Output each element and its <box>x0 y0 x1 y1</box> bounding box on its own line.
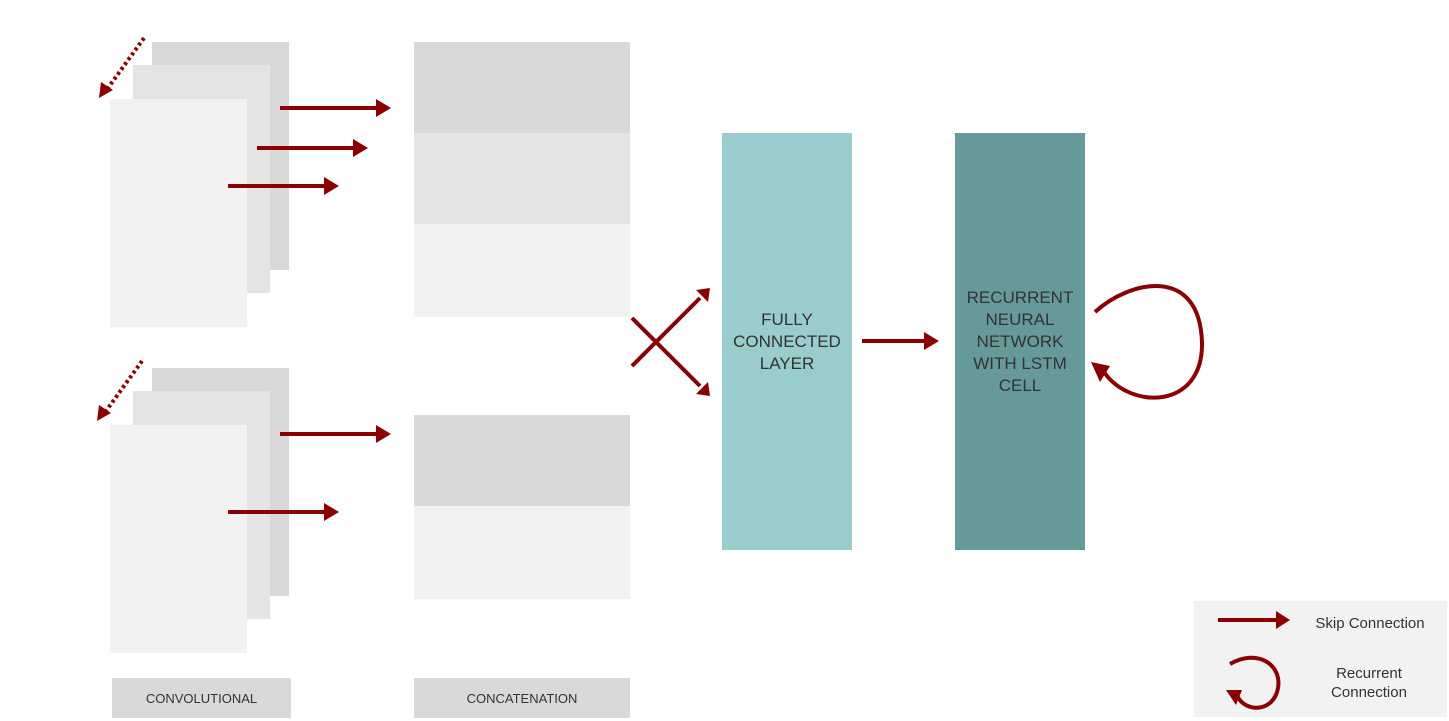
cross-arrowhead-up <box>696 288 710 302</box>
dotted-arrowhead-bottom <box>97 405 111 421</box>
concat-top-block-1 <box>414 42 630 133</box>
legend-skip-arrowhead <box>1276 611 1290 629</box>
fully-connected-label: FULLY CONNECTED LAYER <box>733 309 841 373</box>
dotted-arrow-bottom <box>104 359 144 413</box>
skip-arrowhead-bottom-1 <box>376 425 391 443</box>
cross-line-down <box>630 316 702 388</box>
rnn-lstm-label: RECURRENT NEURAL NETWORK WITH LSTM CELL <box>966 288 1074 395</box>
skip-arrowhead-top-3 <box>324 177 339 195</box>
concat-bottom-block-1 <box>414 415 630 506</box>
cross-line-up <box>630 296 702 368</box>
skip-arrowhead-top-2 <box>353 139 368 157</box>
concatenation-label: CONCATENATION <box>414 678 630 718</box>
skip-arrowhead-bottom-2 <box>324 503 339 521</box>
convolutional-label: CONVOLUTIONAL <box>112 678 291 718</box>
cross-arrowhead-down <box>696 382 710 396</box>
fc-to-rnn-arrowhead <box>924 332 939 350</box>
dotted-arrowhead-top <box>99 82 113 98</box>
recurrent-loop <box>1093 284 1205 400</box>
legend-recurrent-loop <box>1229 655 1281 710</box>
legend-recurrent-label: Recurrent Connection <box>1331 665 1407 701</box>
conv-bottom-front-panel <box>110 425 247 653</box>
rnn-lstm-layer: RECURRENT NEURAL NETWORK WITH LSTM CELL <box>955 133 1085 550</box>
recurrent-loop-arrowhead <box>1091 362 1110 382</box>
skip-arrowhead-top-1 <box>376 99 391 117</box>
concat-top-block-3 <box>414 224 630 317</box>
legend-skip-label: Skip Connection <box>1315 615 1425 632</box>
legend-recurrent-arrowhead <box>1226 690 1242 705</box>
concat-bottom-block-2 <box>414 506 630 599</box>
conv-top-front-panel <box>110 99 247 327</box>
concat-top-block-2 <box>414 133 630 224</box>
fully-connected-layer: FULLY CONNECTED LAYER <box>722 133 852 550</box>
dotted-arrow-top <box>106 36 146 90</box>
